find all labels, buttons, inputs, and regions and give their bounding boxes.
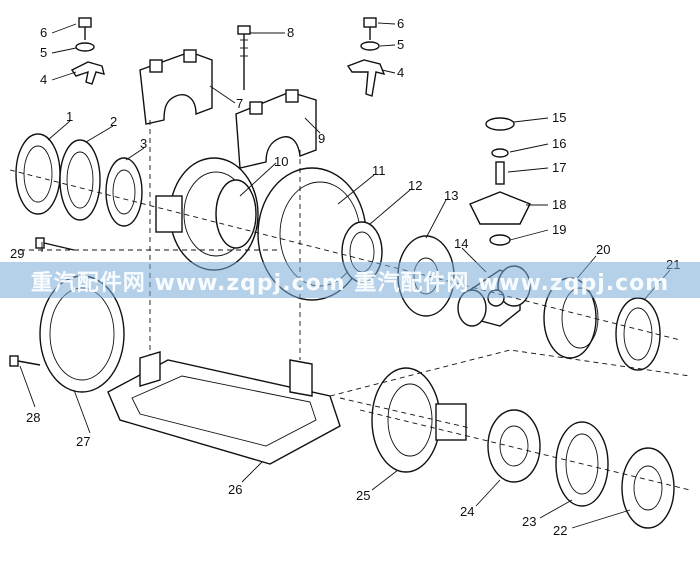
callout-8: 8 xyxy=(287,25,294,40)
callout-26: 26 xyxy=(228,482,242,497)
adjusting-ring-1 xyxy=(15,133,61,215)
differential-case-10 xyxy=(155,157,259,271)
callout-1: 1 xyxy=(66,109,73,124)
lock-plate-4-right xyxy=(346,59,386,97)
bearing-cap-7 xyxy=(139,49,213,125)
callout-5-right: 5 xyxy=(397,37,404,52)
ring-16 xyxy=(491,148,509,158)
callout-4-right: 4 xyxy=(397,65,404,80)
callout-4-left: 4 xyxy=(40,72,47,87)
callout-3: 3 xyxy=(140,136,147,151)
leader-lines xyxy=(19,22,671,529)
callout-9: 9 xyxy=(318,131,325,146)
callout-25: 25 xyxy=(356,488,370,503)
callout-23: 23 xyxy=(522,514,536,529)
callout-18: 18 xyxy=(552,197,566,212)
bolt-6-left xyxy=(78,17,92,40)
callout-19: 19 xyxy=(552,222,566,237)
bearing-cone-3 xyxy=(105,157,143,227)
callout-10: 10 xyxy=(274,154,288,169)
callout-17: 17 xyxy=(552,160,566,175)
callout-6-right: 6 xyxy=(397,16,404,31)
watermark-text: 重汽配件网 www.zqpj.com 重汽配件网 www.zqpj.com xyxy=(30,271,670,296)
bolt-28 xyxy=(9,355,41,367)
side-gear-20 xyxy=(543,277,599,359)
adjusting-ring-22 xyxy=(621,447,675,529)
callout-5-left: 5 xyxy=(40,45,47,60)
callout-28: 28 xyxy=(26,410,40,425)
callout-2: 2 xyxy=(110,114,117,129)
bolt-8 xyxy=(237,25,251,90)
pinion-gear-18 xyxy=(469,191,531,225)
washer-5-left xyxy=(75,42,95,52)
bearing-cap-9 xyxy=(235,89,317,169)
callout-20: 20 xyxy=(596,242,610,257)
callout-labels: 1 2 3 4 4 5 5 6 6 7 8 9 10 11 12 13 14 1… xyxy=(10,16,680,538)
watermark-band xyxy=(0,262,700,298)
differential-case-25 xyxy=(371,367,467,473)
washer-19 xyxy=(489,234,511,246)
callout-22: 22 xyxy=(553,523,567,538)
lock-plate-4-left xyxy=(70,61,105,85)
callout-16: 16 xyxy=(552,136,566,151)
pin-17 xyxy=(495,161,505,185)
callout-14: 14 xyxy=(454,236,468,251)
callout-24: 24 xyxy=(460,504,474,519)
bolt-29 xyxy=(35,237,75,251)
thrust-washer-15 xyxy=(485,117,515,131)
callout-7: 7 xyxy=(236,96,243,111)
callout-29: 29 xyxy=(10,246,24,261)
bolt-6-right xyxy=(363,17,377,40)
washer-5-right xyxy=(360,41,380,51)
callout-13: 13 xyxy=(444,188,458,203)
bearing-cup-2 xyxy=(59,139,101,221)
bearing-cone-24 xyxy=(487,409,541,483)
carrier-housing-26 xyxy=(107,351,341,465)
callout-27: 27 xyxy=(76,434,90,449)
thrust-washer-21 xyxy=(615,297,661,371)
callout-15: 15 xyxy=(552,110,566,125)
callout-12: 12 xyxy=(408,178,422,193)
callout-11: 11 xyxy=(372,163,386,178)
callout-6-left: 6 xyxy=(40,25,47,40)
